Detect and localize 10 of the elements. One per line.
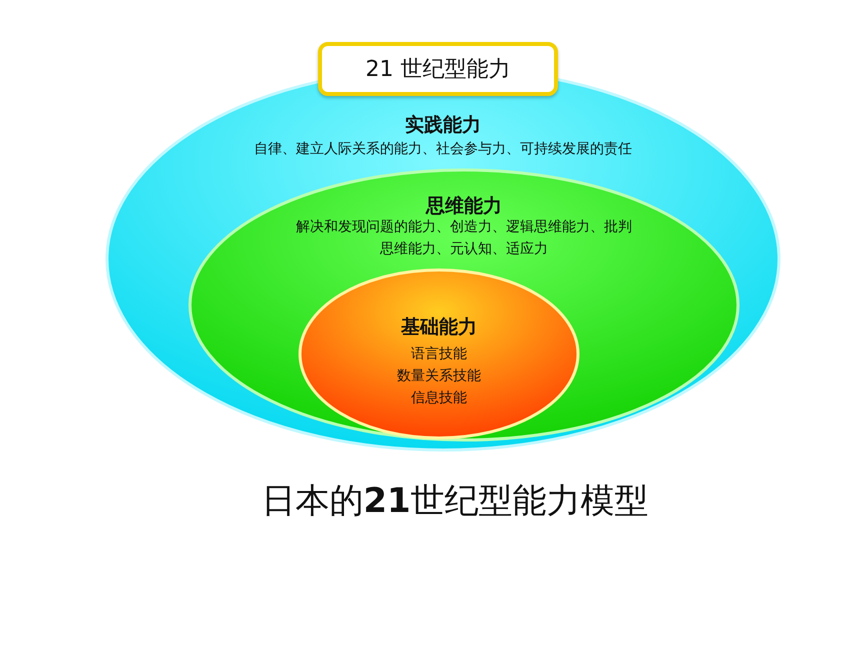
band-text: 数量关系技能 [396, 367, 482, 386]
band-heading: 思维能力 [424, 194, 503, 219]
caption: 日本的21世纪型能力模型 [260, 480, 650, 523]
band-text: 解决和发现问题的能力、创造力、逻辑思维能力、批判思维能力、元认知、适应力 [295, 218, 633, 259]
band-text: 自律、建立人际关系的能力、社会参与力、可持续发展的责任 [253, 140, 633, 159]
band-text: 信息技能 [410, 389, 468, 408]
band-text: 语言技能 [410, 345, 468, 364]
band-heading: 实践能力 [404, 113, 482, 138]
title-box: 21 世纪型能力 [318, 42, 558, 96]
band-heading: 基础能力 [400, 315, 478, 340]
